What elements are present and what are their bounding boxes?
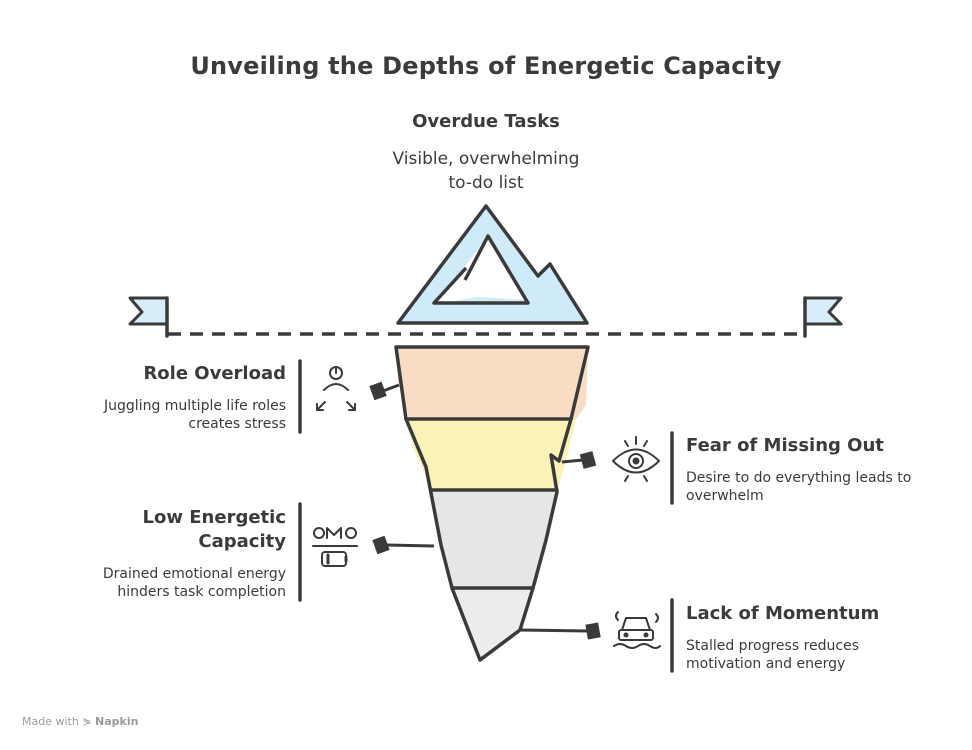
right-flag-icon (803, 296, 843, 338)
footer-brand: Napkin (95, 715, 139, 728)
iceberg-tip (396, 204, 589, 325)
layer-low-energetic-capacity (431, 492, 557, 588)
role-overload-desc-line2: creates stress (188, 416, 286, 432)
lack-of-momentum-desc-line1: Stalled progress reduces (686, 638, 859, 654)
footer-prefix: Made with (22, 715, 79, 728)
stuck-car-icon (613, 611, 661, 649)
text-dividers (298, 359, 674, 673)
people-converging-icon (316, 366, 356, 411)
low-energetic-capacity-heading-line2: Capacity (198, 531, 286, 552)
low-energetic-capacity-heading: Low Energetic Capacity (86, 506, 286, 554)
fomo-desc-line2: overwhelm (686, 488, 764, 504)
lack-of-momentum-desc-line2: motivation and energy (686, 656, 846, 672)
role-overload-desc-line1: Juggling multiple life roles (104, 398, 286, 414)
layer-fear-of-missing-out (406, 419, 576, 492)
role-overload-description: Juggling multiple life roles creates str… (56, 397, 286, 433)
made-with-napkin-footer: Made with ⋟ Napkin (22, 715, 138, 728)
lack-of-momentum-heading: Lack of Momentum (686, 603, 880, 624)
low-energetic-capacity-desc-line2: hinders task completion (117, 584, 286, 600)
left-flag-icon (128, 296, 169, 338)
overdue-tasks-desc-line1: Visible, overwhelming (392, 149, 580, 169)
role-overload-heading: Role Overload (143, 363, 286, 384)
fomo-description: Desire to do everything leads to overwhe… (686, 469, 966, 505)
low-energetic-capacity-desc-line1: Drained emotional energy (102, 566, 286, 582)
lack-of-momentum-description: Stalled progress reduces motivation and … (686, 637, 956, 673)
low-energetic-capacity-description: Drained emotional energy hinders task co… (56, 565, 286, 601)
overdue-tasks-heading: Overdue Tasks (412, 111, 560, 132)
fomo-heading: Fear of Missing Out (686, 435, 884, 456)
layer-role-overload (396, 347, 588, 419)
low-battery-icon (312, 527, 358, 567)
layer-lack-of-momentum (452, 588, 533, 660)
napkin-logo-icon: ⋟ (82, 715, 92, 728)
overdue-tasks-description: Visible, overwhelming to-do list (356, 147, 616, 195)
low-energetic-capacity-heading-line1: Low Energetic (142, 507, 286, 528)
fomo-desc-line1: Desire to do everything leads to (686, 470, 912, 486)
iceberg-underwater-outline (394, 345, 590, 662)
connectors (369, 381, 601, 640)
overdue-tasks-desc-line2: to-do list (448, 173, 524, 193)
diagram-title: Unveiling the Depths of Energetic Capaci… (190, 52, 782, 80)
eye-icon (612, 436, 660, 482)
